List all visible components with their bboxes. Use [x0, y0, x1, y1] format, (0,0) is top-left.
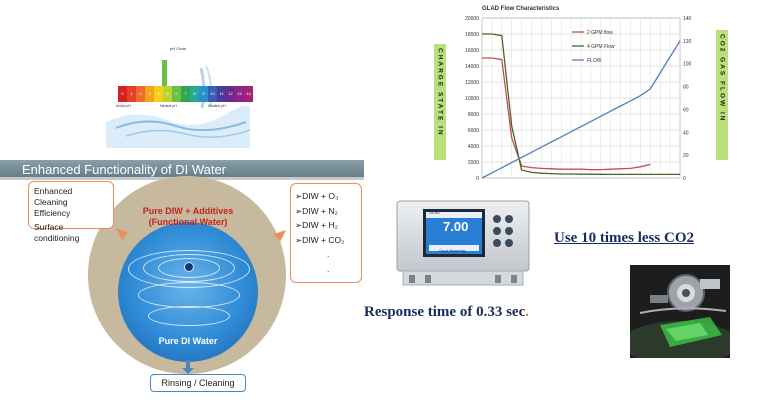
y-tick-right: 80 [683, 85, 689, 91]
y-tick-right: 100 [683, 62, 692, 68]
arrow-to-benefits-icon [114, 226, 130, 247]
chart-grid [481, 17, 681, 179]
ph-cell: 6 [172, 86, 181, 102]
response-time-text: Response time of 0.33 sec. [364, 304, 529, 321]
additives-box: ➢DIW + O₃ ➢DIW + N₂ ➢DIW + H₂ ➢DIW + CO₂… [290, 183, 362, 283]
arrow-head-icon [182, 368, 194, 374]
ph-chart-title: pH Chart [170, 46, 187, 51]
ph-alkaline-label: Alkaline pH [208, 104, 226, 108]
y-tick-right: 120 [683, 39, 692, 45]
left-axis-label: CHARGE STATE IN [437, 48, 444, 137]
additive-item: . [327, 249, 330, 259]
series-line-1 [482, 33, 680, 176]
additive-item: ➢DIW + N₂ [295, 205, 338, 216]
right-axis-bar [716, 30, 728, 160]
y-tick-right: 140 [683, 16, 692, 22]
ph-cell: 5 [163, 86, 172, 102]
y-tick-left: 4000 [468, 144, 479, 150]
legend-label: 2 GPM flow [587, 30, 613, 36]
arrow-down-icon [186, 360, 190, 370]
ph-chart-image [106, 48, 251, 148]
y-tick-left: 8000 [468, 112, 479, 118]
y-tick-right: 20 [683, 153, 689, 159]
ph-cell: 13 [235, 86, 244, 102]
meter-brand: GLAD [429, 210, 440, 215]
arrow-to-additives-icon [272, 228, 288, 249]
ph-cell: 12 [226, 86, 235, 102]
chart-series [481, 33, 681, 179]
series-line-0 [482, 57, 651, 171]
ripple [148, 306, 230, 326]
benefit-item: Enhanced Cleaning [34, 186, 73, 207]
y-tick-left: 6000 [468, 128, 479, 134]
additive-item: ➢DIW + CO₂ [295, 234, 345, 245]
additive-item: . [327, 263, 330, 274]
ripple [138, 282, 240, 308]
additive-item: ➢DIW + O₃ [295, 191, 339, 201]
left-axis-ticks: 0 2000 4000 6000 8000 10000 12000 14000 16000 180… [465, 16, 479, 182]
legend-label: FLOW [587, 58, 602, 64]
pure-water-label: Pure DI Water [158, 336, 218, 346]
ph-cell: 8 [190, 86, 199, 102]
right-axis-label: CO2 GAS FLOW IN [719, 34, 726, 123]
y-tick-left: 14000 [465, 64, 479, 70]
flow-chart-svg: GLAD Flow Characteristics 0 2000 4000 6000 8… [434, 6, 728, 182]
co2-savings-link[interactable]: Use 10 times less CO2 [554, 230, 694, 246]
benefit-item: Efficiency [34, 208, 71, 218]
meter-device: GLAD 7.00 Cloud Measuring [395, 197, 531, 289]
flow-chart: GLAD Flow Characteristics 0 2000 4000 6000 8… [430, 0, 770, 190]
additive-item: ➢DIW + H₂ [295, 220, 338, 230]
ph-cell: 11 [217, 86, 226, 102]
ph-cell: 10 [208, 86, 217, 102]
water-drop-icon [184, 262, 194, 272]
y-tick-left: 20000 [465, 16, 479, 22]
left-axis-bar [434, 44, 446, 160]
ph-acidic-label: Acidic pH [116, 104, 131, 108]
rinse-box: Rinsing / Cleaning [150, 374, 246, 392]
y-tick-right: 0 [683, 176, 686, 182]
benefit-box: Enhanced Cleaning Efficiency Surface con… [28, 181, 114, 243]
machine-photo [622, 265, 738, 365]
meter-reading: 7.00 [443, 219, 469, 234]
y-tick-left: 2000 [468, 160, 479, 166]
y-tick-left: 16000 [465, 48, 479, 54]
y-tick-left: 10000 [465, 96, 479, 102]
pure-water-circle [118, 222, 258, 362]
functional-line-1: Pure DIW + Additives [142, 206, 234, 216]
ph-cell: 0 [118, 86, 127, 102]
series-line-2 [481, 40, 681, 179]
response-suffix: . [525, 304, 529, 320]
functional-water-label: Pure DIW + Additives (Functional Water) [128, 206, 248, 228]
y-tick-left: 18000 [465, 32, 479, 38]
ph-cell: 4 [154, 86, 163, 102]
functional-line-2: (Functional Water) [148, 217, 228, 227]
ph-cell: 7 [181, 86, 190, 102]
meter-footer: Cloud Measuring [439, 249, 466, 253]
y-tick-right: 60 [683, 107, 689, 113]
ph-cell: 3 [145, 86, 154, 102]
right-axis-ticks: 0 20 40 60 80 100 120 140 [683, 16, 692, 182]
y-tick-right: 40 [683, 130, 689, 136]
di-banner-title: Enhanced Functionality of DI Water [22, 162, 227, 177]
ph-cell: 14 [244, 86, 253, 102]
response-time-label: Response time of 0.33 sec [364, 304, 526, 320]
legend-label: 4 GPM Flow [587, 44, 615, 50]
ph-cell: 2 [136, 86, 145, 102]
y-tick-left: 12000 [465, 80, 479, 86]
ph-cell: 1 [127, 86, 136, 102]
ph-neutral-label: Neutral pH [160, 104, 177, 108]
chart-title: GLAD Flow Characteristics [482, 6, 560, 12]
di-banner: Enhanced Functionality of DI Water [0, 160, 364, 180]
y-tick-left: 0 [476, 176, 479, 182]
ph-cell: 9 [199, 86, 208, 102]
benefit-item: Surface conditioning [34, 222, 80, 243]
